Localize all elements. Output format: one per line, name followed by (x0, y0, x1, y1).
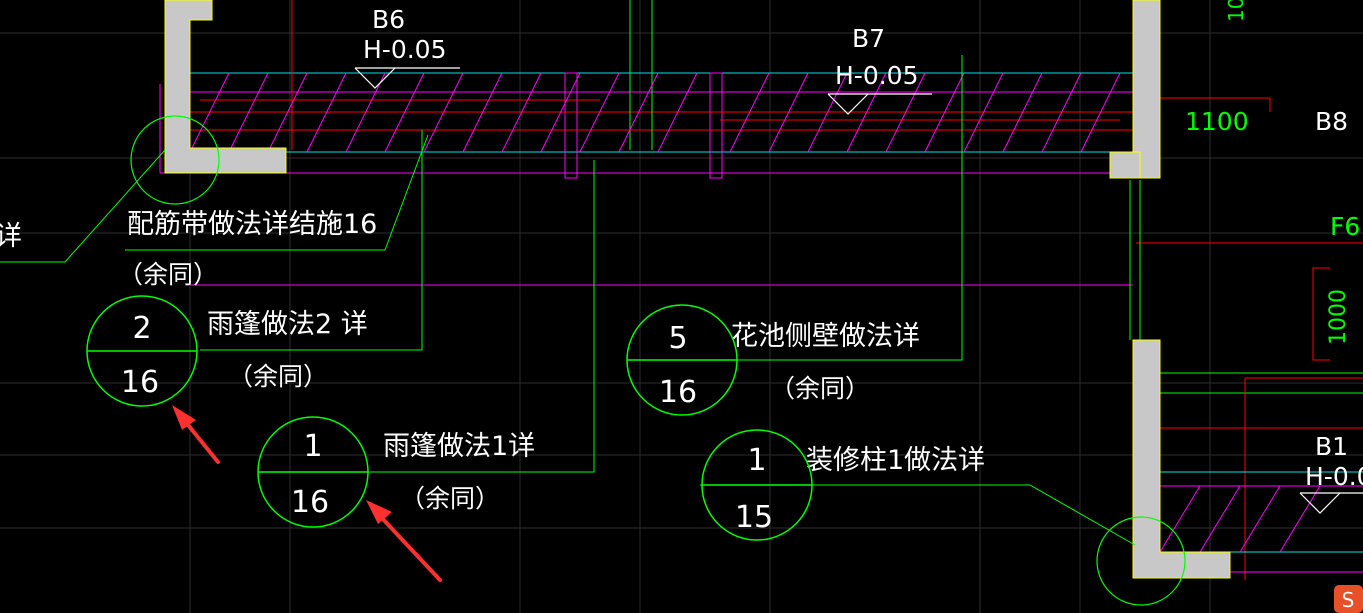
elevation-marks (354, 67, 1363, 514)
slab-b1-label: B1 (1315, 432, 1348, 461)
note-canopy1-same: （余同） (400, 484, 500, 513)
watermark-letter: S (1342, 588, 1355, 612)
dimension-10: 10 (1224, 0, 1248, 22)
sogou-input-icon[interactable]: S (1334, 585, 1363, 613)
note-rebar-band: 配筋带做法详结施16 (127, 209, 377, 240)
note-left-edge: 详 (0, 221, 22, 252)
walls (164, 0, 1231, 579)
axis-label-f6: F6 (1330, 212, 1360, 241)
note-planter: 花池侧壁做法详 (731, 321, 920, 352)
bubble-bottom-number: 15 (735, 500, 773, 535)
dimension-1100: 1100 (1185, 107, 1249, 136)
bubble-bottom-number: 16 (291, 485, 329, 520)
detail-bubble-column[interactable]: 1 15 (701, 429, 813, 541)
note-canopy2-same: （余同） (228, 362, 328, 391)
slab-b6-label: B6 (372, 5, 405, 34)
bubble-top-number: 5 (668, 321, 687, 356)
slab-b7-label: B7 (852, 24, 885, 53)
bubble-top-number: 1 (303, 429, 322, 464)
slab-b8-label: B8 (1315, 107, 1348, 136)
slab-b6-elevation: H-0.05 (363, 35, 446, 64)
bubble-bottom-number: 16 (659, 375, 697, 410)
detail-bubble-planter[interactable]: 5 16 (626, 304, 738, 416)
wall-corner-marker-left (130, 115, 220, 205)
dimension-1000: 1000 (1326, 289, 1351, 345)
bubble-top-number: 2 (132, 311, 151, 346)
red-arrow-1 (172, 405, 220, 464)
wall-corner-marker-right (1096, 516, 1186, 606)
wall-right-stub (1109, 151, 1141, 179)
red-arrow-2 (366, 500, 442, 582)
slab-b7-elevation: H-0.05 (835, 61, 918, 90)
note-canopy2: 雨篷做法2 详 (207, 309, 368, 340)
wall-right-bottom (1132, 339, 1231, 579)
note-rebar-band-same: （余同） (118, 260, 218, 289)
detail-bubble-canopy2[interactable]: 2 16 (86, 295, 198, 407)
wall-left (164, 0, 287, 174)
leader-lines (0, 55, 1136, 546)
dimension-marks (1312, 267, 1330, 361)
detail-bubble-canopy1[interactable]: 1 16 (257, 416, 369, 528)
note-column: 装修柱1做法详 (806, 445, 985, 476)
note-canopy1: 雨篷做法1详 (383, 431, 535, 462)
bubble-bottom-number: 16 (121, 365, 159, 400)
slab-hatch (189, 72, 1321, 553)
wall-right-top (1132, 0, 1161, 179)
note-planter-same: （余同） (770, 374, 870, 403)
slab-b1-elevation: H-0.0 (1305, 462, 1363, 491)
slab-outline (159, 0, 1363, 580)
bubble-top-number: 1 (747, 443, 766, 478)
